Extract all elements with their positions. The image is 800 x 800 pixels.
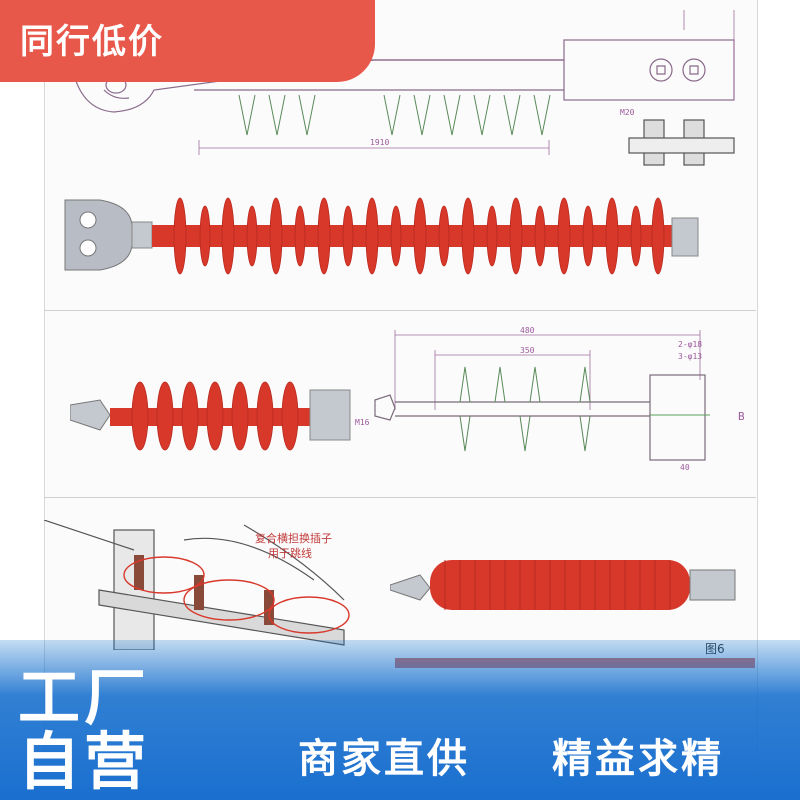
dim-label: 3-φ13	[678, 352, 703, 361]
top-insulator-photo	[64, 197, 699, 275]
top-technical-drawing	[73, 10, 735, 166]
promo-badge: 同行低价	[0, 0, 375, 82]
banner-line-2: 自营	[18, 725, 151, 798]
panel-divider	[44, 497, 756, 498]
dim-label: 2-φ18	[678, 340, 703, 349]
dim-label: M16	[355, 418, 370, 427]
dim-label: M20	[620, 108, 635, 117]
bottom-banner	[0, 640, 800, 800]
dim-label: B	[738, 410, 745, 423]
dim-label: 350	[520, 346, 535, 355]
dim-label: 40	[680, 463, 690, 472]
banner-slogan-2: 精益求精	[552, 736, 724, 782]
callout-text: 用于跳线	[268, 547, 312, 560]
dim-label: 1910	[370, 138, 390, 147]
middle-insulator-photo	[70, 381, 351, 451]
banner-line-1: 工厂	[18, 661, 151, 734]
promo-badge-label: 同行低价	[20, 22, 164, 62]
pole-installation-sketch	[44, 520, 350, 650]
panel-divider	[44, 310, 756, 311]
middle-technical-drawing	[374, 330, 710, 461]
banner-slogan-1: 商家直供	[298, 736, 470, 782]
callout-text: 复合横担换插子	[255, 532, 332, 545]
dim-label: 480	[520, 326, 535, 335]
